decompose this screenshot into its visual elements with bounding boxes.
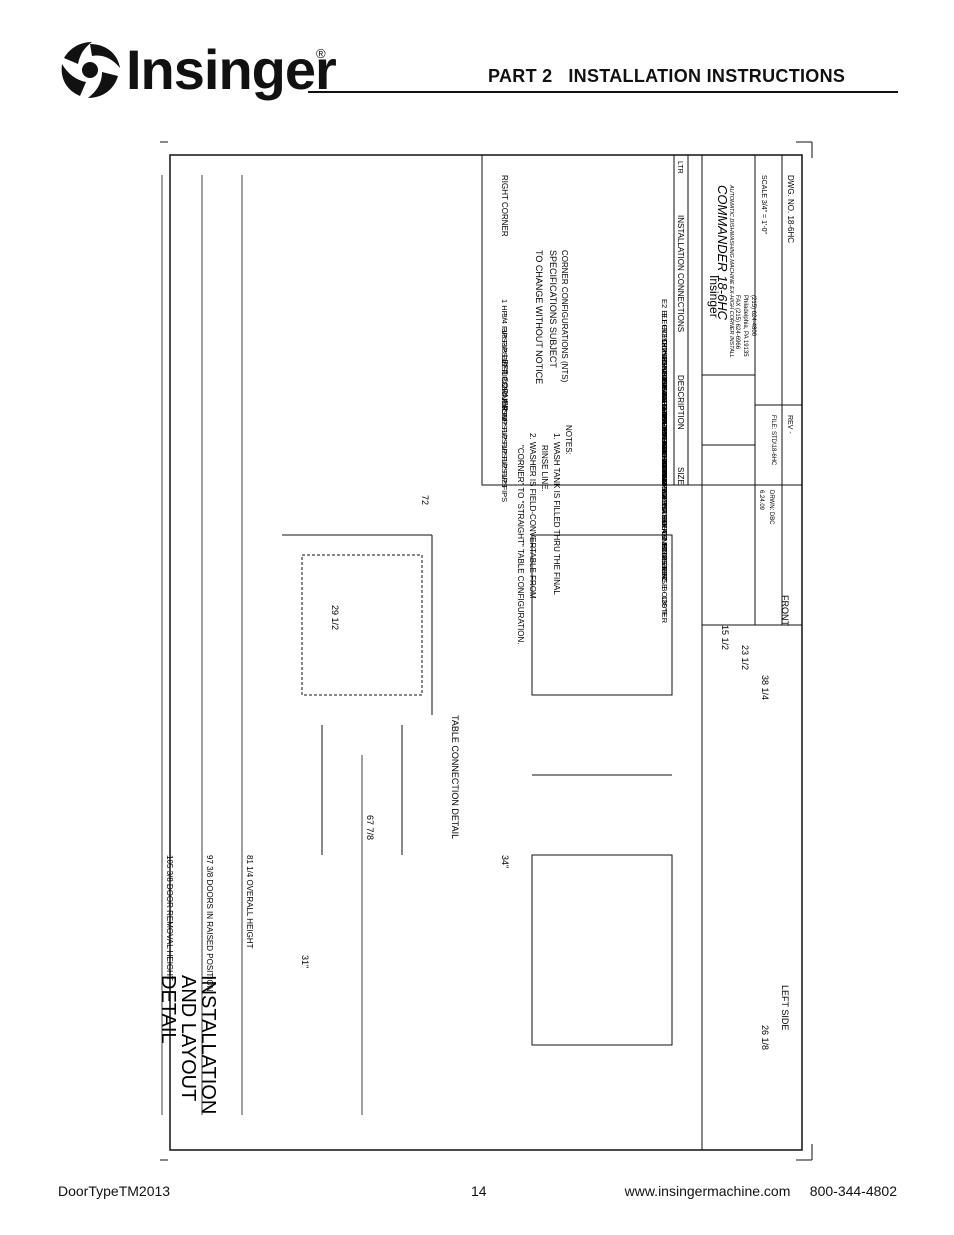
title-block-scale: SCALE 3/4" = 1'-0" [760,175,767,235]
table-header-size: SIZE [676,467,685,485]
table-row: S1 STEAM TO TANK [660,415,669,486]
table-row: H1 HOT WATER TO FINAL RINSE - 180°F [660,473,669,616]
installation-drawing: COMMANDER 18-6HC AUTOMATIC DISHWASHING M… [160,141,813,1161]
header-rule [308,91,898,93]
title-block-city: Philadelphia, PA 19135 [742,295,748,357]
title-block-dwg-no: DWG. NO. 18-6HC [786,175,795,243]
dim-26: 26 1/8 [760,1025,770,1050]
table-header-ltr: LTR [676,161,683,174]
front-label: FRONT [780,595,790,626]
table-row: H2 HOT WATER TO REMOTE ELEC. BOOSTER [660,459,669,624]
table-row: R2 CONDENSATE RETURN - COIL ONLY [660,343,669,485]
table-row-size: 1 1/2 CU NOM [500,372,509,421]
table-row: H3 HOT WATER TO STEAM BOOSTER [660,444,669,579]
table-row: S3 STEAM TO BUILT-IN BOOSTER [660,386,669,507]
notes-title: NOTES: [564,425,573,455]
dim-overall-height: 81 1/4 OVERALL HEIGHT [245,855,254,949]
table-row: D DRAIN CONNECTION [660,372,669,455]
table-row: R3 CONDENSATE RETURN - S.C. BOOSTER [660,328,669,485]
spec-notice-line-1: SPECIFICATIONS SUBJECT [548,250,558,368]
table-connection-detail-label: TABLE CONNECTION DETAIL [450,715,460,839]
dim-23: 23 1/2 [740,645,750,670]
corner-config-title: CORNER CONFIGURATIONS (NTS) [560,250,569,383]
drawing-title-2: AND LAYOUT [177,975,199,1101]
note-line-3: 2. WASHER IS FIELD-CONVERTABLE FROM [528,433,537,599]
insinger-logo: Insinger ® [58,40,337,100]
title-block-model: COMMANDER 18-6HC [715,185,730,321]
dim-door-removal-height: 105 3/8 DOOR REMOVAL HEIGHT [165,855,174,981]
left-corner-label: LEFT CORNER [500,355,509,412]
left-side-label: LEFT SIDE [780,985,790,1030]
dim-15: 15 1/2 [720,625,730,650]
title-block-desc: AUTOMATIC DISHWASHING MACHINE EX-HIGH CO… [728,184,734,358]
table-row-size: 3/4 FIPS [500,314,509,343]
dim-doors-raised: 97 3/8 DOORS IN RAISED POSITION [205,855,214,992]
table-row-size: 1 HP * [500,299,509,321]
title-block-brand: Insinger [707,275,721,318]
connections-table-title: INSTALLATION CONNECTIONS [676,215,685,332]
table-row: E1 ELECT. SERVICE - WASHER MTRS. [660,314,669,450]
table-row-size: 1/2 FIPS [500,415,509,444]
spec-notice-line-2: TO CHANGE WITHOUT NOTICE [534,250,544,384]
title-block-drawn: DRWN: DBC [768,490,774,525]
table-row: R1 CONDENSATE RETURN - STEAM BOOSTER [660,357,669,525]
right-corner-label: RIGHT CORNER [500,175,509,237]
note-line-2: RINSE LINE. [540,445,549,492]
table-row-size: 3/8 FIPS [500,328,509,357]
table-row: E2 ELECT. SERVICE - REMOTE BOOSTER [660,299,669,449]
section-title: PART 2 INSTALLATION INSTRUCTIONS [488,66,846,86]
table-row-size: 1/2 FIPS [500,473,509,502]
dim-38: 38 1/4 [760,675,770,700]
drawing-title-1: INSTALLATION [197,975,219,1114]
table-header-desc: DESCRIPTION [676,375,685,430]
title-block-file: FILE: STD\18-6HC [770,415,776,466]
table-row-size: 1/2 FIPS [500,459,509,488]
title-block-date: 6.24.09 [758,490,764,511]
footer-page-number: 14 [471,1183,487,1199]
table-row-size: 1/2 FIPS [500,401,509,430]
table-row-size: 1/2 FIPS [500,357,509,386]
table-row-size: 1/2 FIPS [500,430,509,459]
table-row-size: 3/8 FIPS [500,343,509,372]
note-line-1: 1. WASH TANK IS FILLED THRU THE FINAL [552,433,561,595]
table-row-size: 1/2 FIPS [500,444,509,473]
table-row: S2 STEAM TO BOOSTER [660,401,669,490]
dim-29: 29 1/2 [330,605,340,630]
title-block-fax: FAX (215) 624-6966 [734,295,740,350]
dim-67: 67 7/8 [365,815,375,840]
dim-31: 31" [300,955,310,968]
drawing-title-3: DETAIL [160,975,179,1044]
registered-mark: ® [316,46,326,61]
table-row-size: 3/4 FIPS [500,386,509,415]
dim-34: 34" [500,855,510,868]
dim-72: 72 [420,495,430,505]
table-row: H4 HOT WATER TO S.C. ELECT. BOOSTER [660,430,669,581]
title-block-phone: (215) 624-4800 [750,295,756,337]
footer-doc-id: DoorTypeTM2013 [58,1183,171,1199]
title-block-rev: REV - [786,415,793,434]
footer-contact: www.insingermachine.com 800-344-4802 [624,1183,897,1199]
insinger-swirl-icon [61,42,120,98]
note-line-4: "CORNER" TO "STRAIGHT" TABLE CONFIGURATI… [516,445,525,645]
brand-name: Insinger [126,38,337,101]
